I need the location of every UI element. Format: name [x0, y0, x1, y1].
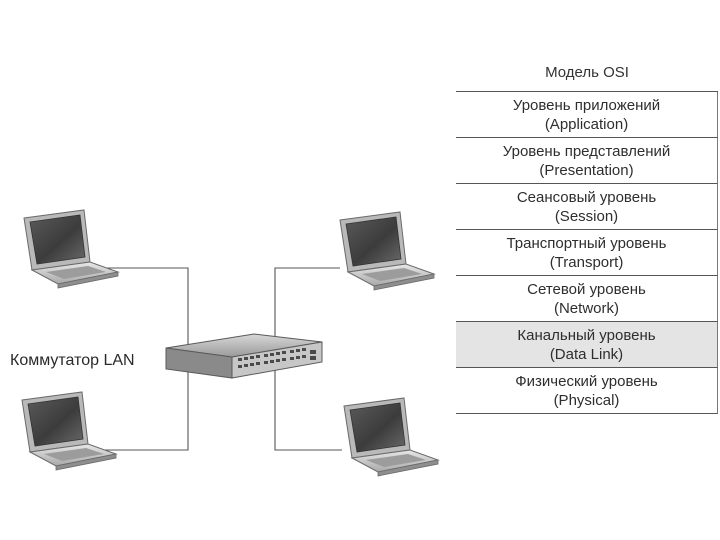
laptop-bottom-right-icon [343, 397, 439, 477]
layer-name: Уровень приложений [512, 96, 661, 114]
layer-eng: (Application) [544, 115, 629, 133]
link-top-left [96, 267, 189, 348]
layer-eng: (Transport) [549, 253, 624, 271]
layer-eng: (Presentation) [539, 161, 634, 179]
layer-eng: (Session) [554, 207, 619, 225]
osi-layer-data-link: Канальный уровень (Data Link) [456, 322, 718, 368]
osi-layer-physical: Физический уровень (Physical) [456, 368, 718, 414]
osi-table: Уровень приложений (Application) Уровень… [456, 91, 718, 414]
layer-name: Сеансовый уровень [516, 188, 657, 206]
laptop-top-right-icon [339, 211, 435, 291]
link-top-right [274, 267, 340, 340]
link-bottom-left [98, 368, 189, 451]
layer-name: Физический уровень [515, 372, 658, 390]
osi-title: Модель OSI [545, 64, 629, 81]
laptop-bottom-left-icon [21, 391, 117, 471]
osi-layer-presentation: Уровень представлений (Presentation) [456, 138, 718, 184]
layer-eng: (Network) [553, 299, 619, 317]
layer-name: Канальный уровень [517, 326, 656, 344]
layer-eng: (Data Link) [549, 345, 624, 363]
osi-layer-session: Сеансовый уровень (Session) [456, 184, 718, 230]
lan-switch-icon [165, 333, 323, 379]
link-bottom-right [274, 368, 342, 451]
layer-name: Сетевой уровень [527, 280, 646, 298]
switch-label: Коммутатор LAN [10, 352, 135, 369]
osi-layer-transport: Транспортный уровень (Transport) [456, 230, 718, 276]
laptop-top-left-icon [23, 209, 119, 289]
osi-layer-application: Уровень приложений (Application) [456, 92, 718, 138]
layer-eng: (Physical) [553, 391, 620, 409]
layer-name: Транспортный уровень [506, 234, 667, 252]
connection-lines [96, 267, 342, 451]
layer-name: Уровень представлений [502, 142, 671, 160]
osi-layer-network: Сетевой уровень (Network) [456, 276, 718, 322]
